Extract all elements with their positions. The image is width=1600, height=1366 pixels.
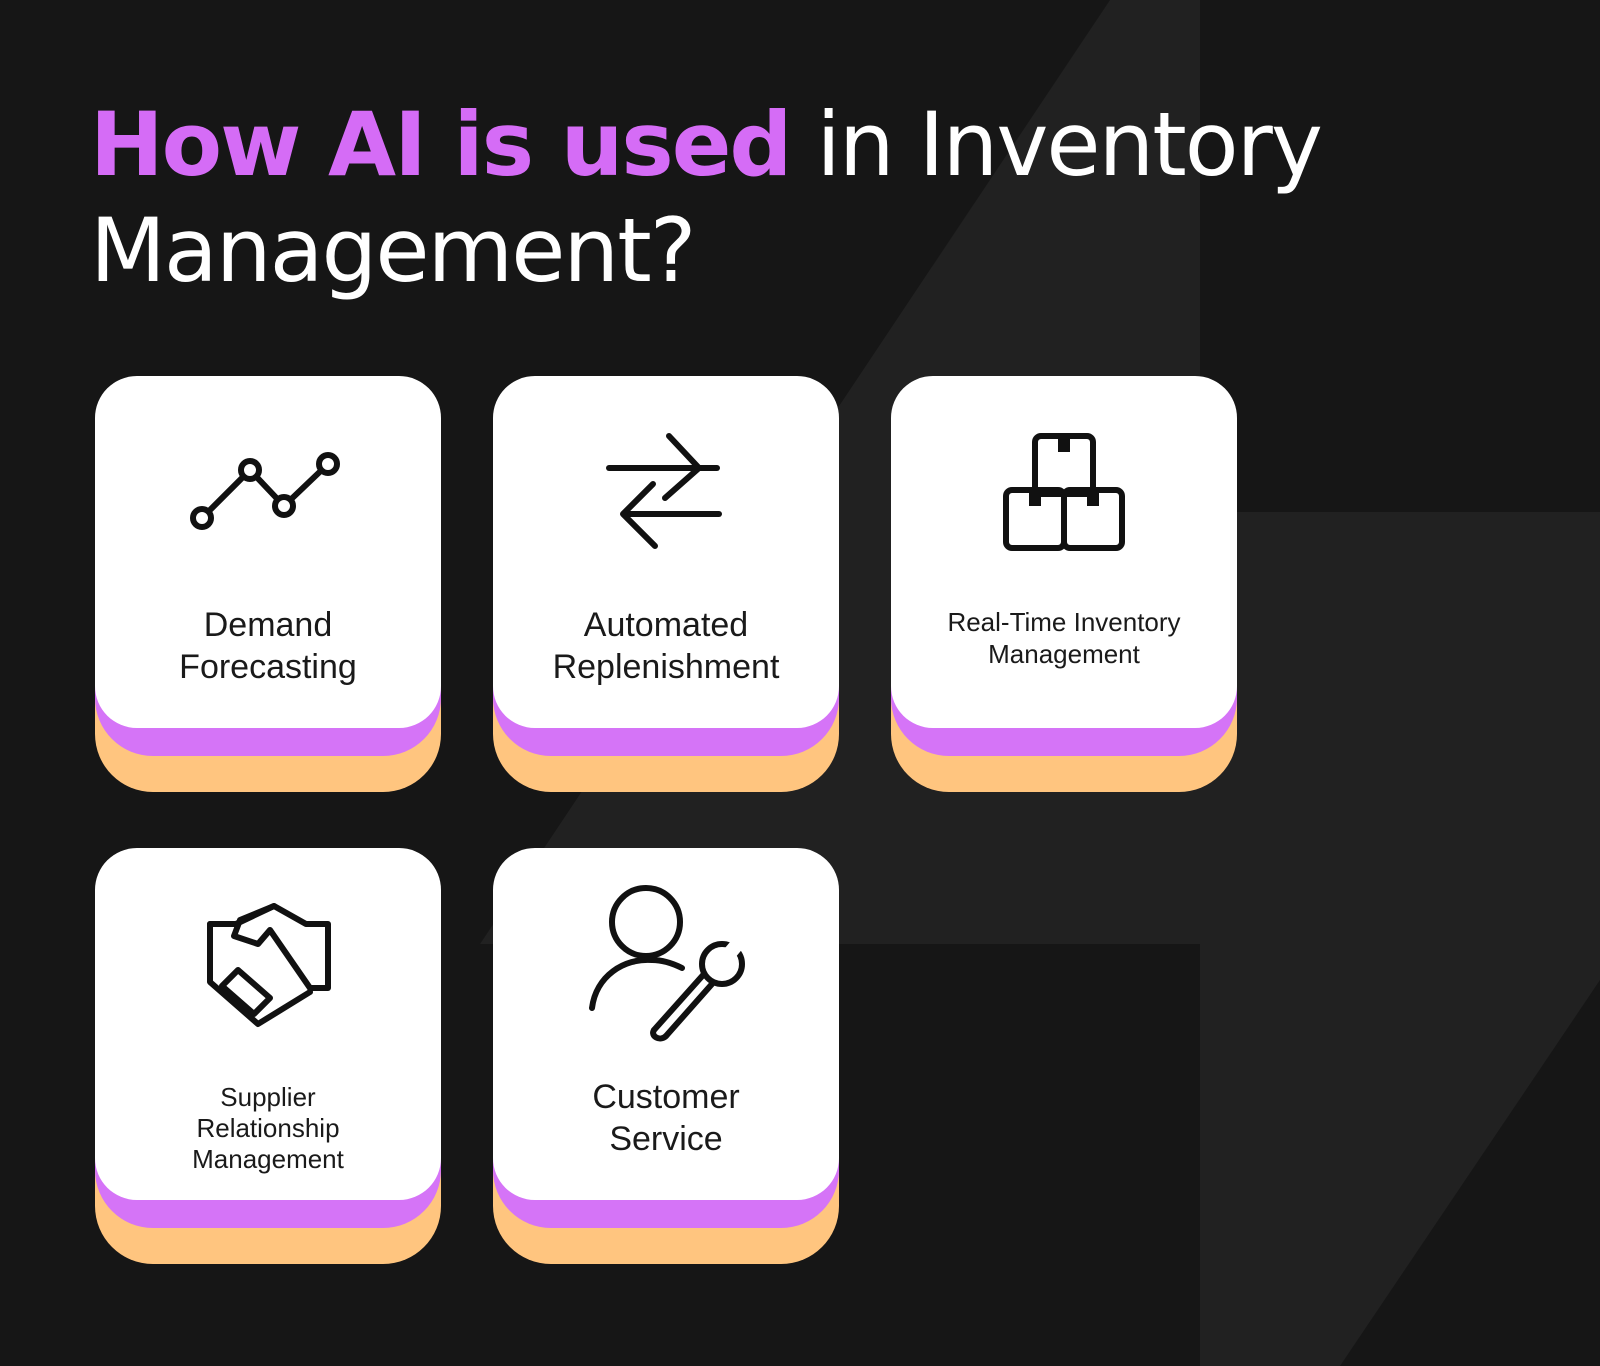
background-right-block [1200, 0, 1600, 512]
handshake-icon [207, 903, 331, 1027]
card-real-time-inventory-management: Real-Time Inventory Management [891, 376, 1237, 792]
background-lower-shape [1200, 512, 1600, 1366]
card-face: Demand Forecasting [95, 376, 441, 728]
card-automated-replenishment: Automated Replenishment [493, 376, 839, 792]
card-customer-service: Customer Service [493, 848, 839, 1264]
card-label: Customer Service [592, 1078, 740, 1158]
card-label: Supplier Relationship Management [192, 1082, 344, 1174]
stacked-boxes-icon [1003, 433, 1125, 551]
card-label: Demand Forecasting [179, 606, 357, 686]
card-face: Customer Service [493, 848, 839, 1200]
card-label: Automated Replenishment [552, 606, 780, 686]
page-title: How AI is used in Inventory Management? [90, 92, 1530, 304]
user-wrench-icon [589, 885, 745, 1042]
line-chart-icon [190, 452, 340, 530]
card-face: Real-Time Inventory Management [891, 376, 1237, 728]
title-accent: How AI is used [90, 93, 792, 196]
card-face: Automated Replenishment [493, 376, 839, 728]
card-demand-forecasting: Demand Forecasting [95, 376, 441, 792]
card-supplier-relationship-management: Supplier Relationship Management [95, 848, 441, 1264]
title-rest: in Inventory Management? [90, 93, 1323, 302]
card-label: Real-Time Inventory Management [947, 607, 1181, 669]
card-face: Supplier Relationship Management [95, 848, 441, 1200]
exchange-arrows-icon [606, 433, 722, 549]
